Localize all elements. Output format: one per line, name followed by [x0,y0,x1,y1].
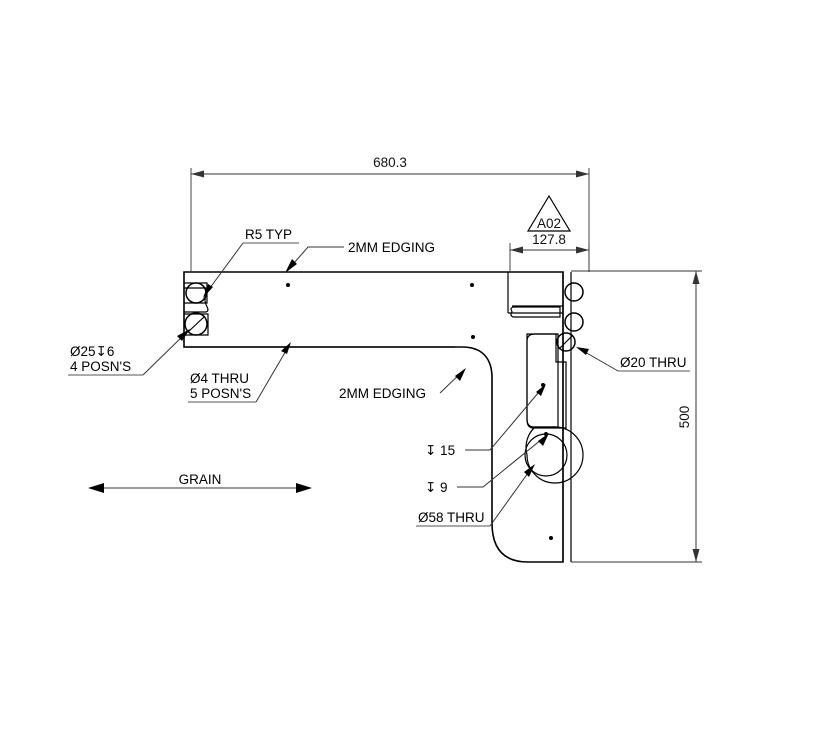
callout-dia20-thru: Ø20 THRU [576,347,690,372]
note-edging-mid: 2MM EDGING [339,368,466,401]
detail-flag-a02[interactable]: A02 [526,194,572,232]
dowel-dot-3 [471,335,475,339]
callout-depth15-arrow [536,384,546,396]
callout-dia20-arrow [576,347,589,355]
dimension-right-section-width: 127.8 [509,232,590,272]
detail-flag-label: A02 [537,216,561,231]
dim-text-right-section-width: 127.8 [532,232,566,247]
dimension-overall-height: 500 [571,270,702,563]
note-edging-top-leader [286,246,344,272]
dim-arrow-top-500 [692,271,700,284]
callout-dia58-thru: Ø58 THRU [416,464,535,527]
note-edging-top: 2MM EDGING [285,240,435,273]
grain-arrow-head-left [88,483,104,493]
callout-dia25-line1: Ø25↧6 [70,344,114,359]
note-edging-mid-label: 2MM EDGING [339,386,426,401]
callout-dia25-arrow [177,329,190,341]
callout-depth9-line1: ↧ 9 [425,480,448,495]
callout-dia4-line2: 5 POSN'S [190,386,251,401]
dowel-dot-2 [470,283,474,287]
dim-text-overall-height: 500 [677,406,692,429]
dim-arrow-left-680 [191,170,204,178]
cam-hole-bottom-left-slash [187,315,206,333]
note-r5-typ-label: R5 TYP [245,227,292,242]
cam-pocket-left-lower [184,313,209,336]
callout-dia58-arrow [524,464,535,477]
callout-depth9-leader [457,434,548,488]
callout-depth15-line1: ↧ 15 [425,443,455,458]
callout-depth15-leader [465,385,545,451]
cam-hole-top-left [185,282,207,304]
dim-arrow-right-1278 [576,246,589,254]
callout-depth9-arrow [538,433,549,446]
callout-dia58-leader [489,465,534,527]
dim-arrow-left-1278 [510,246,523,254]
triangle-icon [526,194,572,232]
cam-connector-left [184,287,209,313]
note-r5-typ-arrow [203,284,213,298]
cam-slot-right [510,306,561,318]
callout-dia4-line1: Ø4 THRU [190,371,249,386]
pocket-rounded-rect [526,333,559,428]
callout-dia4-thru: Ø4 THRU 5 POSN'S [188,342,291,403]
pocket-step-outline [526,333,567,429]
note-edging-mid-arrow [455,368,466,381]
part-outline-main [183,271,564,563]
note-edging-top-label: 2MM EDGING [348,240,435,255]
hole-dia20-thru [556,332,576,352]
dowel-dot-1 [286,283,290,287]
callout-dia4-arrow [281,342,291,354]
grain-label: GRAIN [179,472,222,487]
callout-dia20-line1: Ø20 THRU [620,355,687,370]
boss-ring-outer [525,426,584,484]
grain-direction-indicator: GRAIN [88,472,312,493]
cam-hole-mid-right [564,312,584,332]
callout-dia4-leader [255,343,291,403]
dim-arrow-bottom-500 [692,549,700,562]
dim-text-overall-width: 680.3 [373,155,407,170]
callout-depth15: ↧ 15 [425,384,546,458]
callout-dia25-line2: 4 POSN'S [70,359,131,374]
callout-dia58-line1: Ø58 THRU [418,510,485,525]
callout-depth9: ↧ 9 [425,433,549,495]
grain-arrow-head-right [296,483,312,493]
part-geometry [183,271,584,563]
callout-dia25-depth6: Ø25↧6 4 POSN'S [68,329,190,376]
note-edging-top-arrow [285,259,297,273]
hole-dia20-slash [558,334,574,350]
note-r5-typ: R5 TYP [203,227,299,298]
cam-hole-top-right [564,282,584,302]
dowel-dot-5 [549,536,553,540]
dim-arrow-right-680 [576,170,589,178]
